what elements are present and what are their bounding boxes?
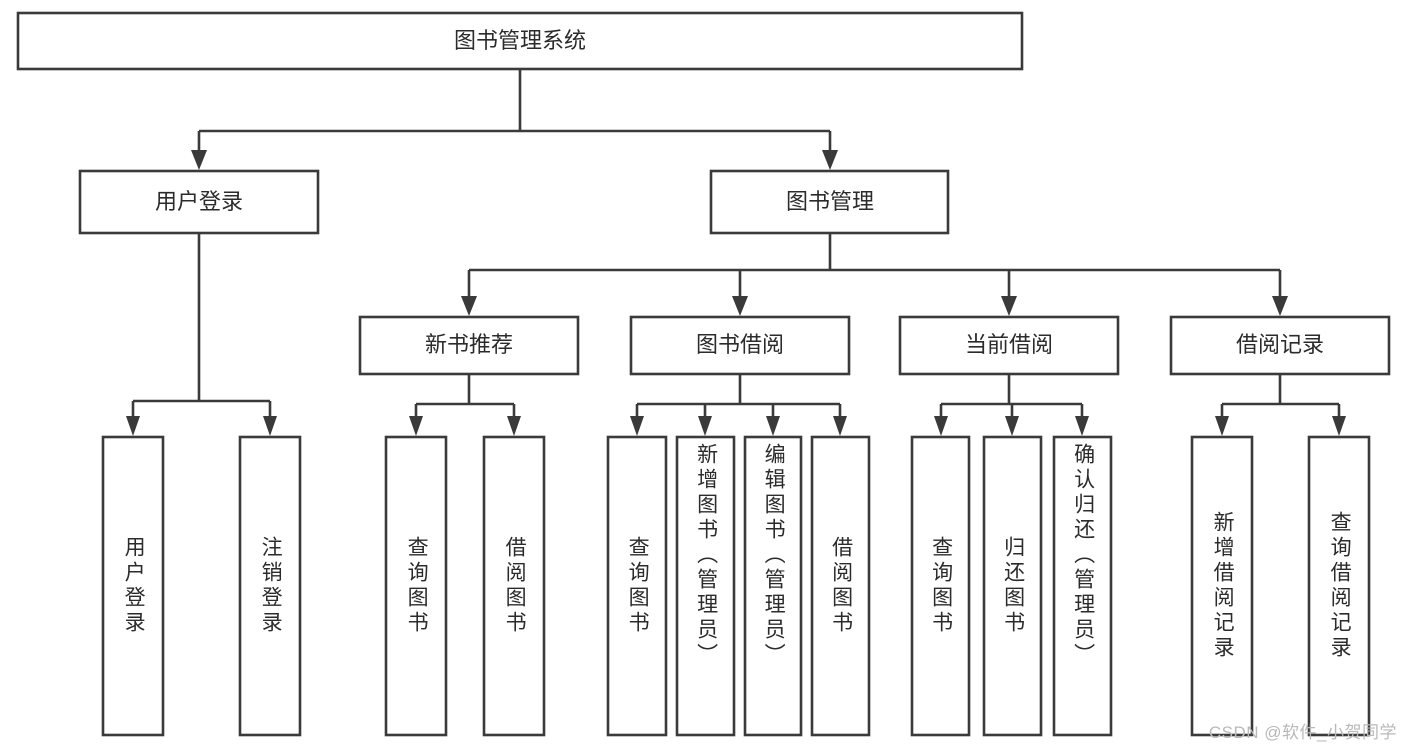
node-root-label: 图书管理系统 <box>454 28 586 53</box>
leaf-nodes <box>101 435 1371 737</box>
arrow-head-leaf-borrow-book-2 <box>833 416 847 436</box>
arrow-head-leaf-query-record <box>1332 416 1346 436</box>
arrow-head-leaf-return-book <box>1005 416 1019 436</box>
node-book-management[interactable]: 图书管理 <box>709 169 950 235</box>
node-root[interactable]: 图书管理系统 <box>16 11 1024 71</box>
leaf-confirm-return-box[interactable] <box>1052 435 1113 737</box>
arrow-head-leaf-confirm-return <box>1075 416 1089 436</box>
node-borrow-record-box[interactable] <box>1169 315 1391 376</box>
node-root-box[interactable] <box>16 11 1024 71</box>
connectors-root-to-level2 <box>191 69 838 170</box>
node-current-borrow-box[interactable] <box>898 315 1120 376</box>
node-user-login-box[interactable] <box>78 169 320 235</box>
leaf-borrow-book-1-box[interactable] <box>482 435 546 737</box>
leaf-query-book-3-box[interactable] <box>910 435 971 737</box>
arrow-head-leaf-borrow-book-1 <box>507 416 521 436</box>
connectors-book-management-to-level3 <box>461 233 1288 316</box>
node-current-borrow[interactable]: 当前借阅 <box>898 315 1120 376</box>
arrow-head-book-management <box>822 150 838 170</box>
node-new-book-recommend-label: 新书推荐 <box>425 332 513 357</box>
arrow-head-new-book-recommend <box>461 296 477 316</box>
connectors-borrow-record-to-leaves <box>1215 374 1346 436</box>
arrow-head-borrow-record <box>1272 296 1288 316</box>
leaf-logout-box[interactable] <box>238 435 302 737</box>
arrow-head-leaf-add-book <box>698 416 712 436</box>
node-user-login[interactable]: 用户登录 <box>78 169 320 235</box>
node-book-management-label: 图书管理 <box>786 189 874 214</box>
connectors-book-borrow-to-leaves <box>630 374 847 436</box>
node-book-borrow-box[interactable] <box>629 315 851 376</box>
node-new-book-recommend-box[interactable] <box>358 315 580 376</box>
arrow-head-leaf-add-record <box>1215 416 1229 436</box>
node-book-borrow[interactable]: 图书借阅 <box>629 315 851 376</box>
arrow-head-user-login <box>191 150 207 170</box>
arrow-head-leaf-query-book-1 <box>409 416 423 436</box>
leaf-edit-book-box[interactable] <box>743 435 803 737</box>
node-user-login-label: 用户登录 <box>155 189 243 214</box>
node-book-borrow-label: 图书借阅 <box>696 332 784 357</box>
arrow-head-leaf-edit-book <box>766 416 780 436</box>
node-borrow-record[interactable]: 借阅记录 <box>1169 315 1391 376</box>
leaf-return-book-box[interactable] <box>982 435 1043 737</box>
leaf-add-record-box[interactable] <box>1190 435 1254 737</box>
node-new-book-recommend[interactable]: 新书推荐 <box>358 315 580 376</box>
leaf-query-record-box[interactable] <box>1307 435 1371 737</box>
node-borrow-record-label: 借阅记录 <box>1236 332 1324 357</box>
leaf-add-book-box[interactable] <box>675 435 736 737</box>
arrow-head-leaf-user-login <box>126 416 140 436</box>
leaf-borrow-book-2-box[interactable] <box>810 435 871 737</box>
connectors-user-login-to-leaves <box>126 233 277 436</box>
node-book-management-box[interactable] <box>709 169 950 235</box>
node-current-borrow-label: 当前借阅 <box>965 332 1053 357</box>
arrow-head-current-borrow <box>1001 296 1017 316</box>
connectors-current-borrow-to-leaves <box>934 374 1089 436</box>
leaf-query-book-1-box[interactable] <box>384 435 448 737</box>
csdn-watermark: CSDN @软件_小贺同学 <box>1208 723 1397 742</box>
arrow-head-book-borrow <box>732 296 748 316</box>
leaf-user-login-box[interactable] <box>101 435 165 737</box>
connectors-new-book-recommend-to-leaves <box>409 374 521 436</box>
arrow-head-leaf-query-book-2 <box>630 416 644 436</box>
arrow-head-leaf-logout <box>263 416 277 436</box>
arrow-head-leaf-query-book-3 <box>934 416 948 436</box>
leaf-query-book-2-box[interactable] <box>606 435 668 737</box>
